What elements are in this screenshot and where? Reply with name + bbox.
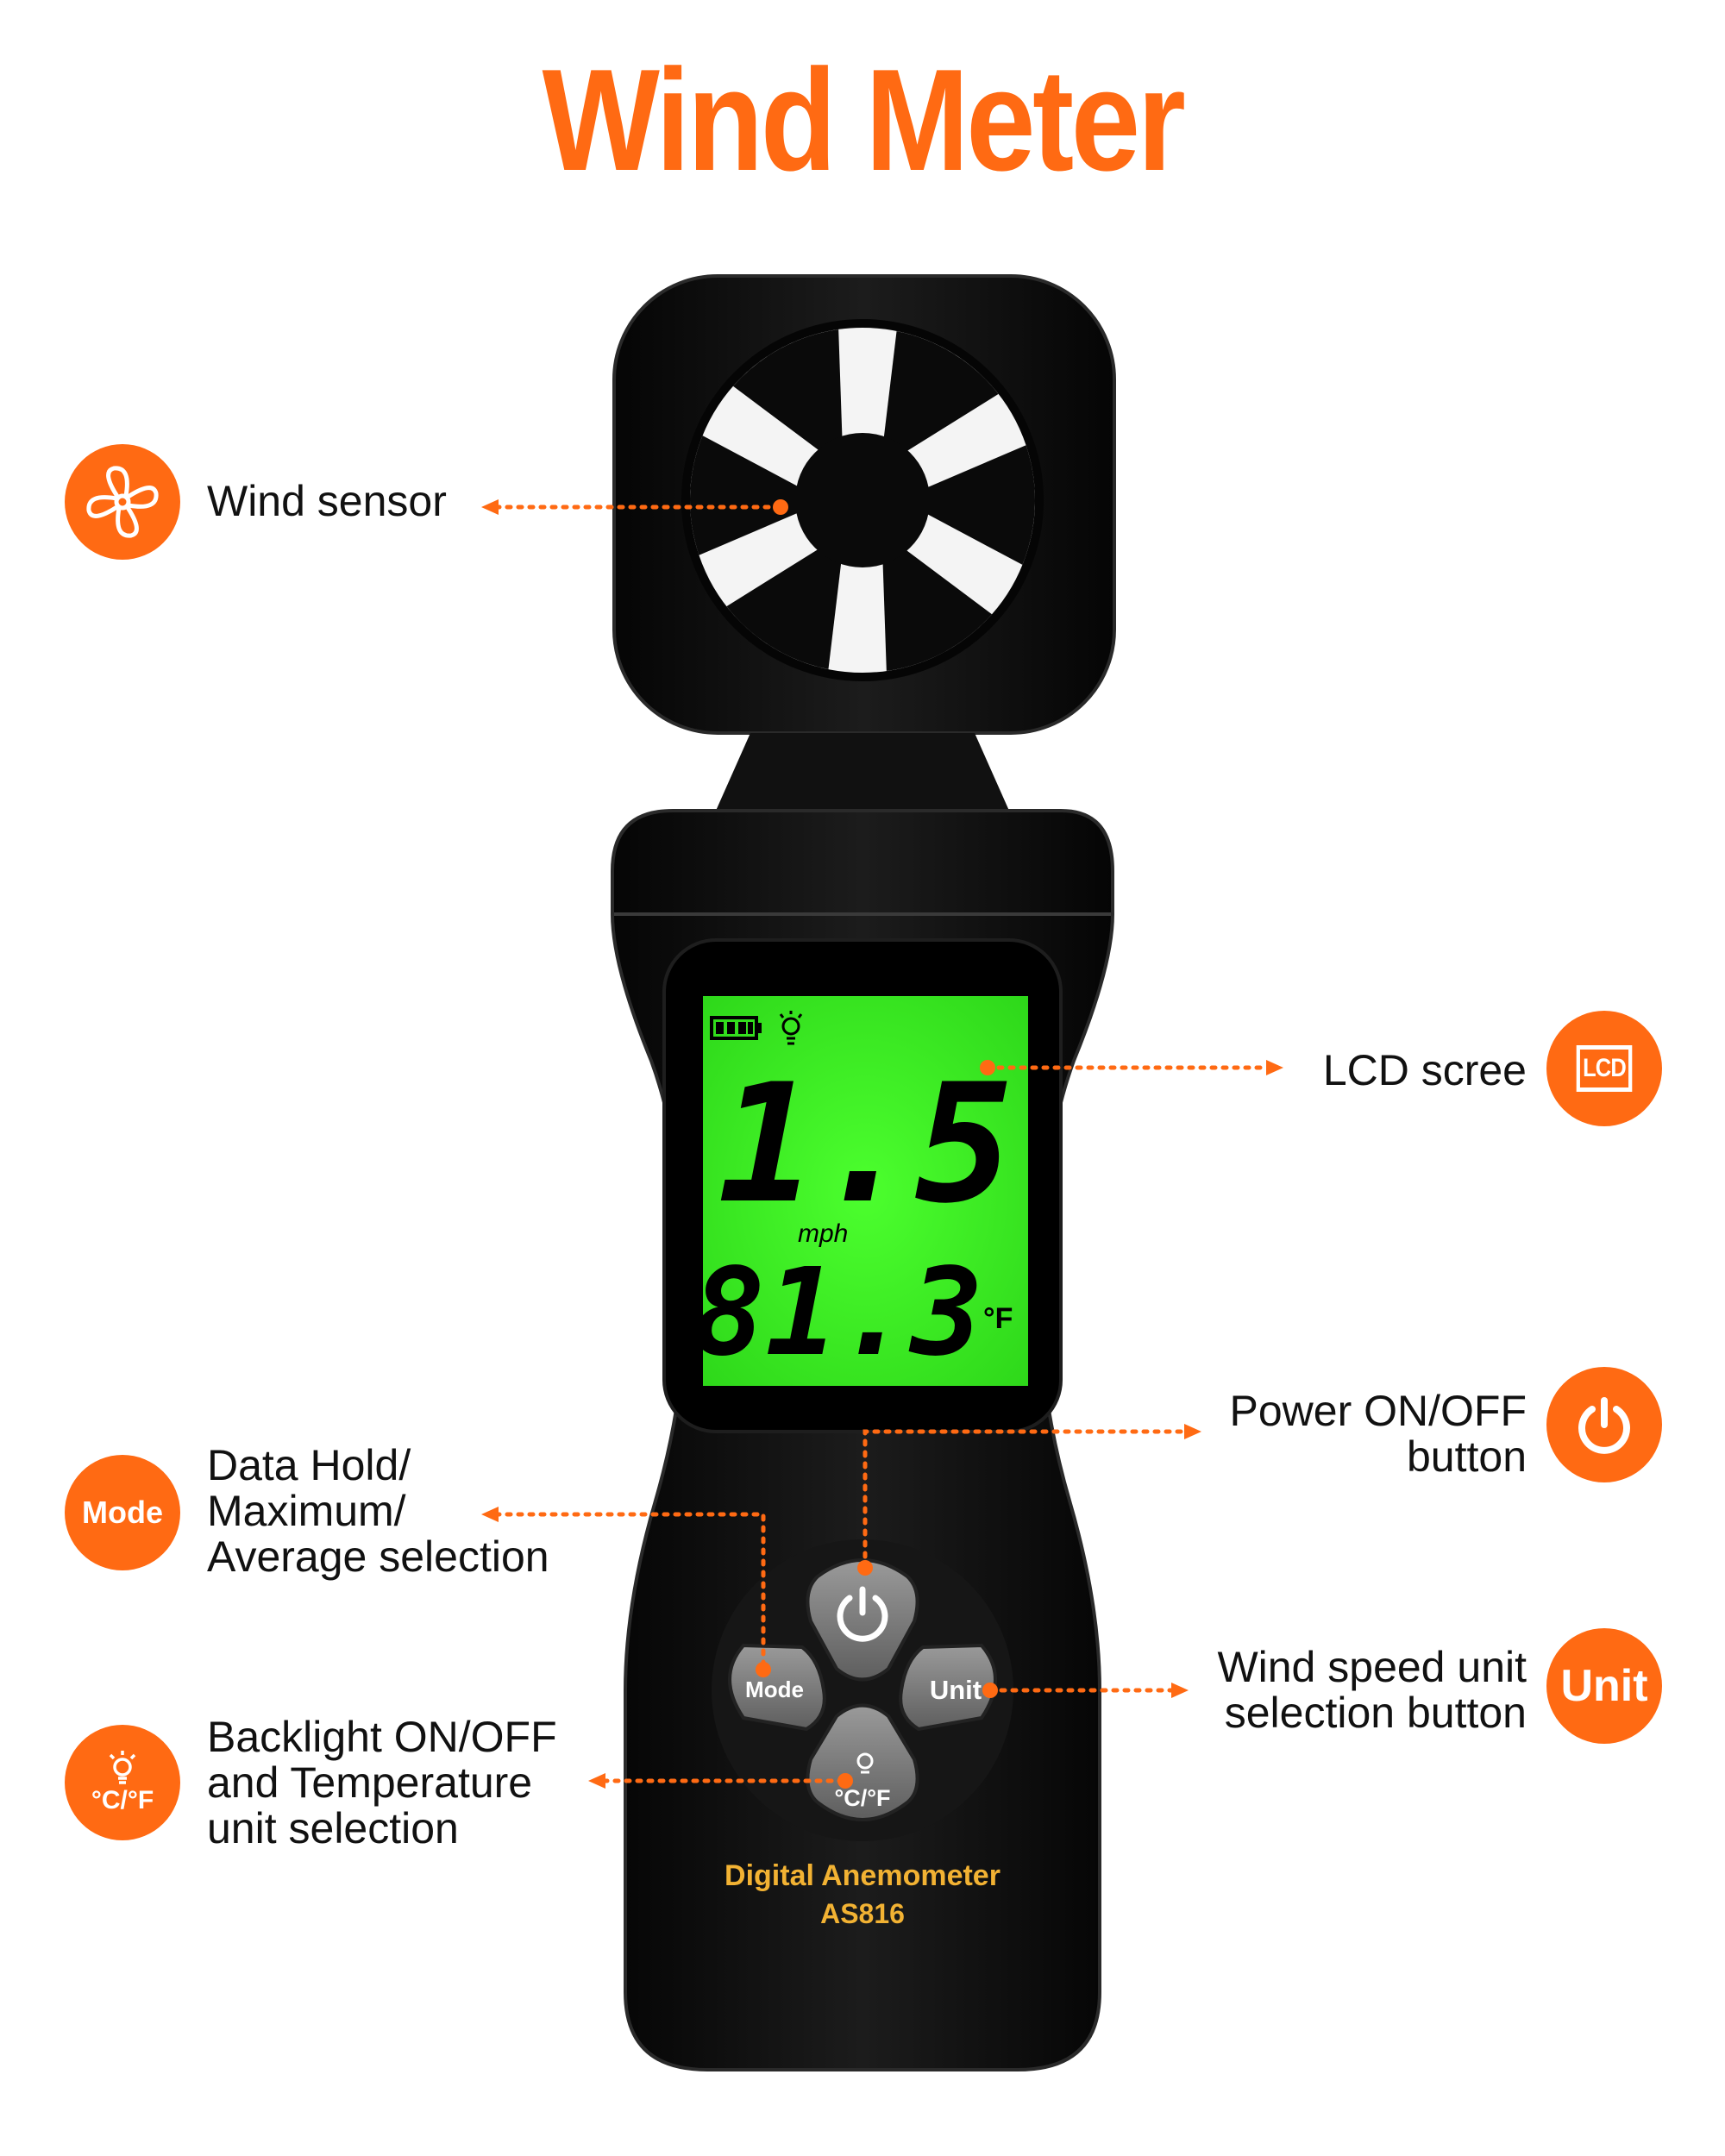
brand-name: Digital Anemometer — [724, 1859, 1000, 1892]
backlight-bulb-icon — [779, 1011, 803, 1045]
speed-unit-label: mph — [798, 1219, 848, 1248]
backlight-temperature-icon — [109, 1751, 136, 1784]
backlight-label: Backlight ON/OFF and Temperature unit se… — [207, 1713, 557, 1852]
fan-blades — [690, 329, 1035, 672]
temperature-unit-label: °F — [983, 1302, 1013, 1335]
fan-blade — [921, 445, 1035, 565]
sensor-neck — [716, 733, 1009, 811]
wind-sensor-label: Wind sensor — [207, 477, 447, 525]
fan-blade — [726, 546, 843, 670]
power-connector — [862, 1429, 1189, 1570]
wind-speed-reading: 1.5 — [718, 1049, 1013, 1239]
mode-label: Data Hold/ Maximum/ Average selection — [207, 1441, 549, 1581]
unit-button-label: Unit — [930, 1675, 982, 1705]
power-label: Power ON/OFF button — [1229, 1387, 1527, 1481]
page-title: Wind Meter — [542, 39, 1186, 201]
unit-callout-icon: Unit — [1546, 1628, 1662, 1744]
lcd-screen — [703, 996, 1028, 1386]
mode-button-label: Mode — [745, 1677, 804, 1702]
unit-button[interactable]: Unit — [899, 1643, 997, 1732]
mode-button[interactable]: Mode — [728, 1643, 826, 1732]
unit-label: Wind speed unit selection button — [1217, 1643, 1527, 1737]
model-number: AS816 — [820, 1898, 905, 1929]
fan-blade — [882, 546, 993, 672]
power-icon — [1578, 1397, 1630, 1454]
lcd-callout-icon: LCD — [1546, 1011, 1662, 1126]
mode-callout-icon: Mode — [65, 1455, 180, 1570]
backlight-callout-icon: °C/°F — [65, 1725, 180, 1840]
fan-icon — [86, 466, 159, 538]
power-icon — [837, 1586, 888, 1642]
power-button[interactable] — [806, 1558, 919, 1682]
fan-blade — [882, 330, 999, 454]
backlight-temperature-button[interactable]: °C/°F — [806, 1703, 919, 1821]
wind-sensor-callout-icon — [65, 444, 180, 560]
button-cluster — [712, 1539, 1013, 1841]
power-callout-icon — [1546, 1367, 1662, 1482]
fan-hub — [795, 433, 930, 567]
lcd-screen-label: LCD scree — [1322, 1046, 1527, 1094]
cf-button-label: °C/°F — [834, 1785, 890, 1811]
lcd-icon: LCD — [1576, 1045, 1633, 1092]
temperature-reading: 81.3 — [693, 1243, 983, 1383]
backlight-small-icon — [856, 1752, 874, 1774]
fan-blade — [690, 436, 804, 555]
mode-connector — [493, 1512, 766, 1672]
battery-icon — [710, 1016, 762, 1040]
fan-blade — [732, 329, 843, 454]
